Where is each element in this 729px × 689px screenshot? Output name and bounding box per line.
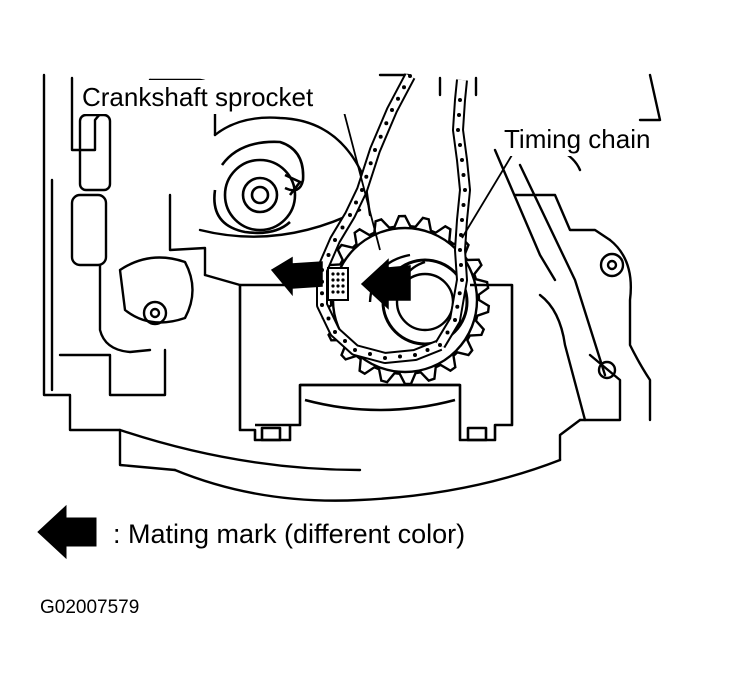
engine-block <box>42 73 662 502</box>
leader-lines <box>343 111 516 251</box>
legend: : Mating mark (different color) <box>37 504 465 560</box>
label-bg-timing-chain <box>500 122 696 156</box>
leader-timing-chain <box>461 149 516 239</box>
leader-crankshaft-sprocket <box>343 111 381 251</box>
label-bg-crankshaft <box>76 80 378 114</box>
mating-mark-arrow-right <box>360 258 411 310</box>
timing-chain <box>316 73 471 364</box>
figure-id: G02007579 <box>40 597 139 618</box>
lower-cover <box>238 283 514 442</box>
label-crankshaft-sprocket: Crankshaft sprocket <box>82 82 314 112</box>
mating-mark-link <box>327 267 349 301</box>
left-arrow-icon <box>37 504 97 560</box>
chain-strand-right <box>434 79 471 349</box>
legend-text: : Mating mark (different color) <box>113 519 465 549</box>
idler-pulley <box>213 140 305 235</box>
label-timing-chain: Timing chain <box>504 124 650 154</box>
mating-mark-arrow-left <box>270 256 323 297</box>
chain-strand-left <box>316 73 443 364</box>
